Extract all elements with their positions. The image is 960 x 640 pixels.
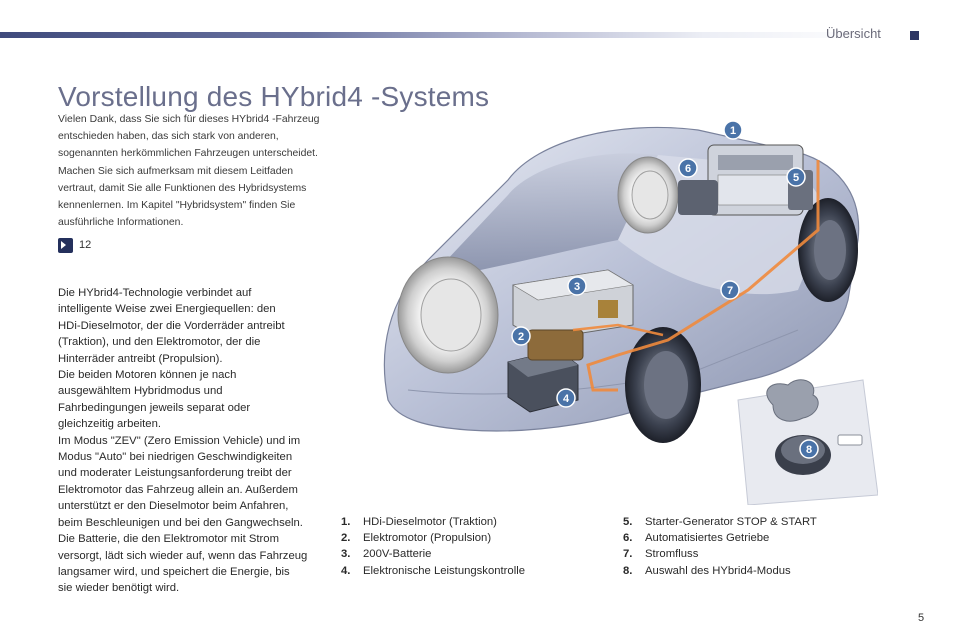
body-line: langsamer wird, und speichert die Energi… <box>58 565 290 578</box>
body-line: Hinterräder antreibt (Propulsion). <box>58 352 223 365</box>
callout-label: 7 <box>727 285 733 297</box>
legend-label: 200V-Batterie <box>363 548 432 561</box>
legend-item: 7. Stromfluss <box>623 546 817 562</box>
body-line: Die beiden Motoren können je nach <box>58 369 237 382</box>
body-line: versorgt, lädt sich wieder auf, wenn das… <box>58 549 308 562</box>
legend-item: 2. Elektromotor (Propulsion) <box>341 530 525 546</box>
callout-7: 7 <box>720 280 740 300</box>
legend-left: 1. HDi-Dieselmotor (Traktion) 2. Elektro… <box>341 514 525 579</box>
hybrid-car-illustration: 1 2 3 4 5 6 7 8 <box>383 120 878 505</box>
intro-line: kennenlernen. Im Kapitel "Hybridsystem" … <box>58 200 296 212</box>
intro-line: sogenannten herkömmlichen Fahrzeugen unt… <box>58 148 318 160</box>
callout-3: 3 <box>567 276 587 296</box>
current-flow-line <box>586 160 820 392</box>
legend-item: 6. Automatisiertes Getriebe <box>623 530 817 546</box>
body-text: Die HYbrid4-Technologie verbindet auf in… <box>58 285 320 597</box>
body-line: und moderater Leistungsanforderung treib… <box>58 467 292 480</box>
body-line: Modus "Auto" bei niedrigen Geschwindigke… <box>58 451 293 464</box>
callout-5: 5 <box>786 167 806 187</box>
body-line: (Traktion), und den Elektromotor, der di… <box>58 336 261 349</box>
callout-2: 2 <box>511 326 531 346</box>
intro-line: Vielen Dank, dass Sie sich für dieses HY… <box>58 114 320 125</box>
legend-number: 2. <box>341 532 351 545</box>
legend-number: 6. <box>623 532 633 545</box>
page-title: Vorstellung des HYbrid4 -Systems <box>58 80 490 112</box>
body-line: gleichzeitig arbeiten. <box>58 418 161 431</box>
legend-item: 3. 200V-Batterie <box>341 546 525 562</box>
page-number: 5 <box>918 612 925 624</box>
callout-label: 1 <box>730 125 736 137</box>
legend-number: 8. <box>623 564 633 577</box>
section-marker <box>910 31 919 40</box>
legend-label: HDi-Dieselmotor (Traktion) <box>363 516 497 528</box>
legend-number: 7. <box>623 548 633 561</box>
header-gradient-bar <box>0 32 880 38</box>
legend-number: 5. <box>623 516 633 528</box>
legend-item: 5. Starter-Generator STOP & START <box>623 514 817 530</box>
intro-line: ausführliche Informationen. <box>58 217 184 229</box>
callout-label: 3 <box>574 281 580 293</box>
legend-label: Elektronische Leistungskontrolle <box>363 564 526 577</box>
callout-8: 8 <box>799 439 819 459</box>
diesel-engine <box>678 144 813 216</box>
section-label: Übersicht <box>826 26 881 41</box>
callout-label: 6 <box>685 163 691 175</box>
reference-page-number: 12 <box>79 239 92 251</box>
intro-line: vertraut, damit Sie alle Funktionen des … <box>58 182 307 194</box>
callout-label: 5 <box>793 172 799 184</box>
body-line: sie wieder benötigt wird. <box>58 582 180 595</box>
legend-item: 8. Auswahl des HYbrid4-Modus <box>623 563 817 579</box>
body-line: Fahrbedingungen jeweils separat oder <box>58 401 251 414</box>
legend-number: 4. <box>341 564 351 577</box>
legend-item: 1. HDi-Dieselmotor (Traktion) <box>341 514 525 530</box>
legend-right: 5. Starter-Generator STOP & START 6. Aut… <box>623 514 817 579</box>
callout-1: 1 <box>723 120 743 140</box>
electric-motor <box>527 329 584 361</box>
body-line: ausgewähltem Hybridmodus und <box>58 385 223 398</box>
callout-6: 6 <box>678 158 698 178</box>
callout-4: 4 <box>556 388 576 408</box>
legend-label: Auswahl des HYbrid4-Modus <box>645 564 791 577</box>
body-line: Die Batterie, die den Elektromotor mit S… <box>58 533 280 546</box>
body-line: intelligente Weise zwei Energiequellen: … <box>58 303 276 316</box>
legend-number: 3. <box>341 548 351 561</box>
intro-line: Machen Sie sich aufmerksam mit diesem Le… <box>58 165 294 177</box>
legend-item: 4. Elektronische Leistungskontrolle <box>341 563 525 579</box>
legend-label: Starter-Generator STOP & START <box>645 516 817 528</box>
body-line: Elektromotor das Fahrzeug allein an. Auß… <box>58 483 298 496</box>
callout-label: 4 <box>563 393 570 405</box>
callout-label: 2 <box>518 331 524 343</box>
page-reference-link[interactable]: 12 <box>58 237 91 253</box>
car-rear-window <box>428 153 658 280</box>
legend-label: Automatisiertes Getriebe <box>645 532 770 545</box>
body-line: Die HYbrid4-Technologie verbindet auf <box>58 287 252 299</box>
body-line: HDi-Dieselmotor, der die Vorderräder ant… <box>58 319 285 332</box>
legend-label: Stromfluss <box>645 548 699 561</box>
play-reference-icon <box>58 237 73 253</box>
body-line: unterstützt er den Dieselmotor beim Anfa… <box>58 500 289 513</box>
intro-text: Vielen Dank, dass Sie sich für dieses HY… <box>58 111 320 231</box>
callout-label: 8 <box>806 444 812 456</box>
intro-line: entschieden haben, das sich stark von an… <box>58 131 279 143</box>
legend-number: 1. <box>341 516 351 528</box>
legend-label: Elektromotor (Propulsion) <box>363 532 492 545</box>
body-line: Im Modus "ZEV" (Zero Emission Vehicle) u… <box>58 434 301 447</box>
body-line: beim Beschleunigen und bei den Gangwechs… <box>58 516 303 529</box>
